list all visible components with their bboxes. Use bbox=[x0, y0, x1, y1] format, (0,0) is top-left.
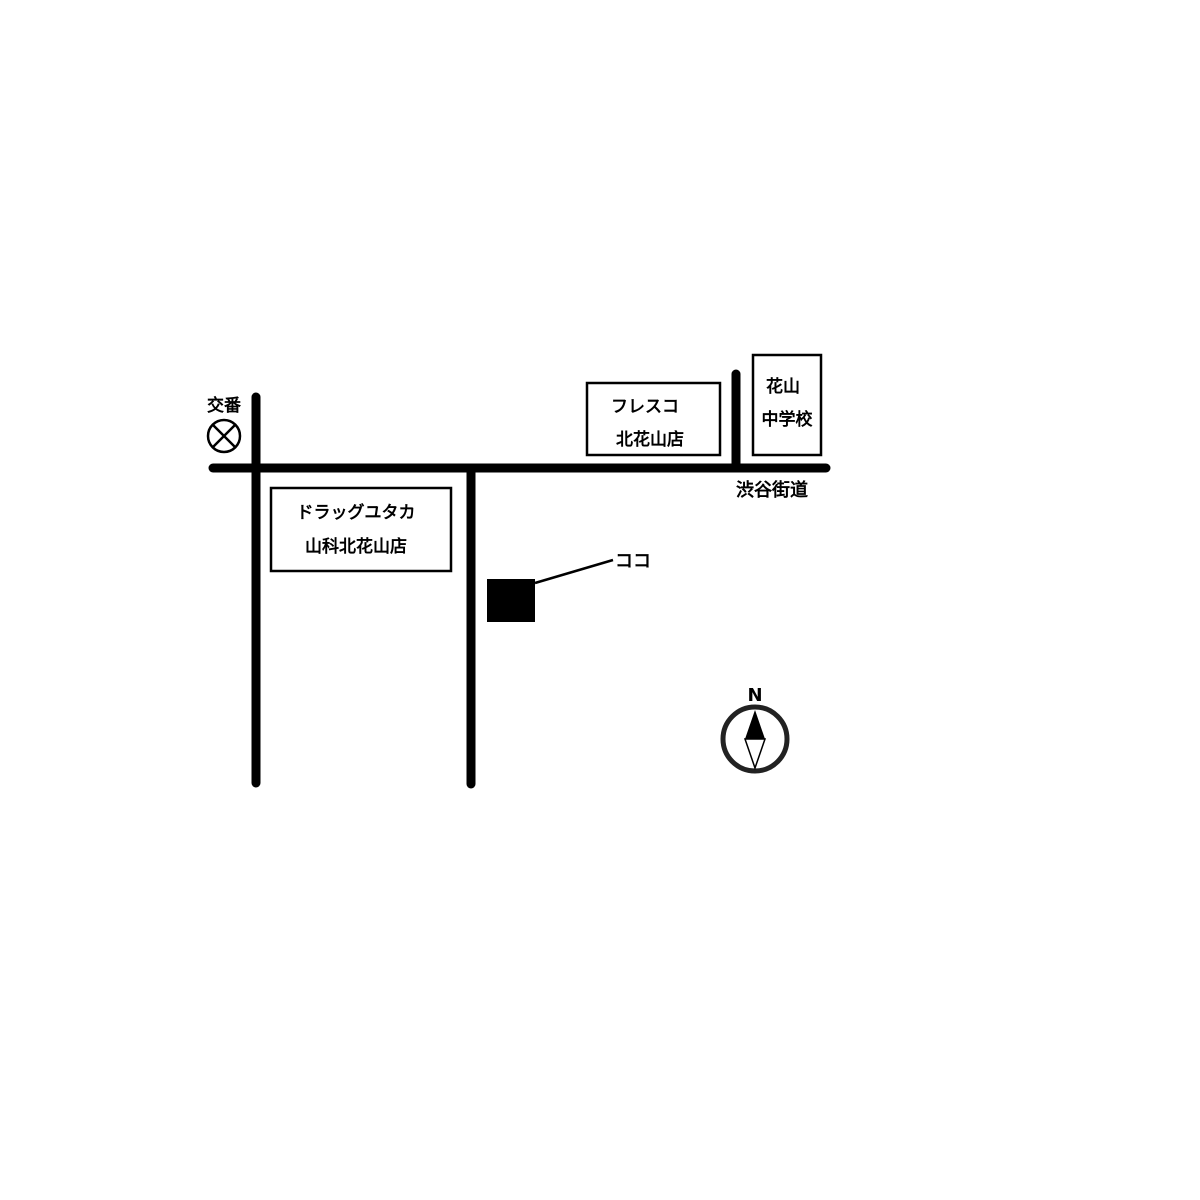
police-box-icon bbox=[206, 418, 242, 454]
drugstore-branch: 山科北花山店 bbox=[305, 536, 407, 557]
drugstore-name: ドラッグユタカ bbox=[297, 502, 416, 523]
destination-label: ココ bbox=[615, 551, 651, 572]
main-road-label: 渋谷街道 bbox=[736, 479, 808, 501]
school-box bbox=[751, 353, 823, 457]
school-name-line2: 中学校 bbox=[762, 409, 814, 430]
drugstore-box bbox=[269, 486, 453, 573]
destination-marker bbox=[487, 579, 535, 622]
supermarket-branch: 北花山店 bbox=[616, 429, 684, 450]
destination-leader-line bbox=[534, 558, 614, 585]
supermarket-box bbox=[585, 381, 722, 457]
compass-north-label: N bbox=[747, 685, 762, 706]
police-box-label: 交番 bbox=[207, 395, 242, 416]
supermarket-name: フレスコ bbox=[611, 397, 679, 417]
compass-icon bbox=[720, 704, 790, 774]
school-name-line1: 花山 bbox=[766, 376, 800, 397]
